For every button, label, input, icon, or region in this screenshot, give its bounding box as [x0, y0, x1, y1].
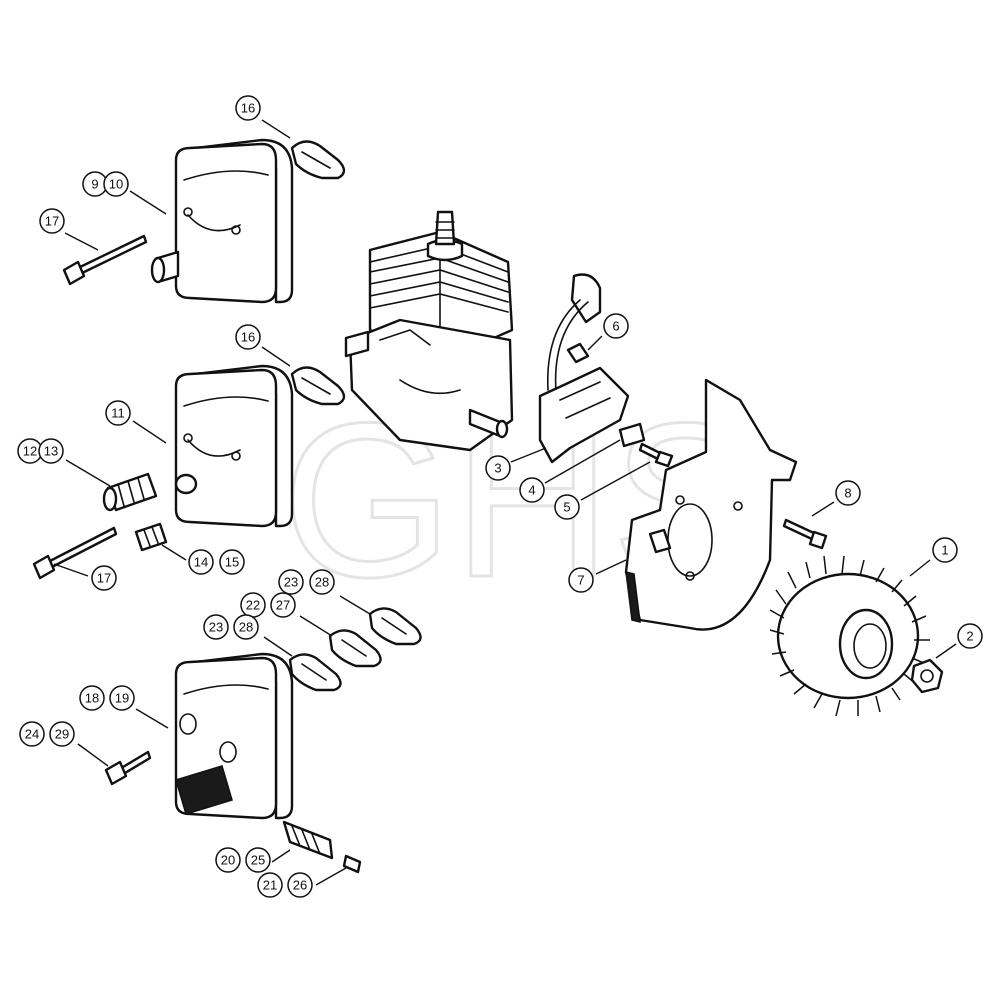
callout-24-29: 24 29	[19, 721, 75, 747]
callout-text: 10	[109, 177, 123, 192]
callout-text: 3	[494, 461, 501, 476]
callout-text: 12	[23, 444, 37, 459]
callout-16-top: 16	[235, 95, 261, 121]
gasket-middle	[290, 366, 346, 406]
callout-21-26: 21 26	[257, 872, 313, 898]
leader-lines	[53, 119, 957, 886]
muffler-bottom	[174, 652, 294, 820]
screw-part-5	[638, 442, 674, 468]
clip-part-6	[566, 342, 590, 364]
callout-2: 2	[957, 623, 983, 649]
callout-text: 8	[844, 486, 851, 501]
callout-22-27: 22 27	[240, 592, 296, 618]
callout-text: 24	[25, 727, 39, 742]
callout-text: 17	[97, 571, 111, 586]
callout-5: 5	[554, 494, 580, 520]
screw-part-8	[782, 518, 828, 550]
gasket-23-lower	[288, 653, 342, 692]
callout-text: 29	[55, 727, 69, 742]
callout-text: 25	[251, 853, 265, 868]
callout-17-top: 17	[39, 208, 65, 234]
callout-3: 3	[485, 455, 511, 481]
callout-text: 9	[91, 177, 98, 192]
muffler-middle	[174, 364, 294, 528]
flywheel	[769, 555, 930, 717]
callout-text: 6	[612, 319, 619, 334]
callout-text: 2	[966, 629, 973, 644]
callout-23-28-upper: 23 28	[278, 569, 335, 595]
callout-text: 11	[111, 406, 125, 421]
fitting-part-14	[134, 522, 168, 552]
callout-text: 7	[577, 573, 584, 588]
callout-text: 14	[194, 555, 208, 570]
spark-screen-20	[282, 820, 334, 860]
callout-text: 20	[221, 853, 235, 868]
fan-housing	[624, 378, 798, 631]
muffler-top	[150, 138, 294, 304]
callout-12-13: 12 13	[17, 438, 64, 464]
screen-part-12	[102, 472, 158, 512]
callout-text: 16	[241, 101, 255, 116]
callout-text: 21	[263, 878, 277, 893]
callout-text: 4	[528, 483, 535, 498]
callout-8: 8	[835, 480, 861, 506]
engine-cylinder	[344, 210, 514, 452]
callout-text: 23	[284, 575, 298, 590]
screw-21	[342, 854, 362, 874]
callout-text: 28	[239, 620, 253, 635]
bolt-middle	[32, 526, 118, 580]
callout-text: 27	[276, 598, 290, 613]
bolt-bottom	[104, 750, 152, 786]
gasket-23-upper	[368, 607, 422, 646]
callout-text: 23	[209, 620, 223, 635]
callout-text: 5	[563, 500, 570, 515]
callout-16-middle: 16	[235, 324, 261, 350]
callout-4: 4	[519, 477, 545, 503]
callout-text: 18	[85, 691, 99, 706]
callout-11: 11	[105, 400, 131, 426]
callout-text: 17	[45, 214, 59, 229]
callout-text: 13	[44, 444, 58, 459]
callout-6: 6	[603, 313, 629, 339]
gasket-22	[328, 629, 382, 668]
callout-7: 7	[568, 567, 594, 593]
bolt-top	[62, 234, 148, 286]
callout-9-10: 9 10	[82, 171, 129, 197]
callout-text: 1	[941, 543, 948, 558]
callout-text: 22	[246, 598, 260, 613]
nut-part-2	[910, 658, 944, 694]
callout-text: 16	[241, 330, 255, 345]
callout-text: 19	[115, 691, 129, 706]
callout-text: 26	[293, 878, 307, 893]
callout-1: 1	[932, 537, 958, 563]
callout-23-28-lower: 23 28	[203, 614, 259, 640]
gasket-top	[290, 140, 346, 180]
callout-17-middle: 17	[91, 565, 117, 591]
ignition-module	[538, 273, 646, 464]
callout-14-15: 14 15	[188, 549, 245, 575]
callout-text: 28	[315, 575, 329, 590]
callout-text: 15	[225, 555, 239, 570]
